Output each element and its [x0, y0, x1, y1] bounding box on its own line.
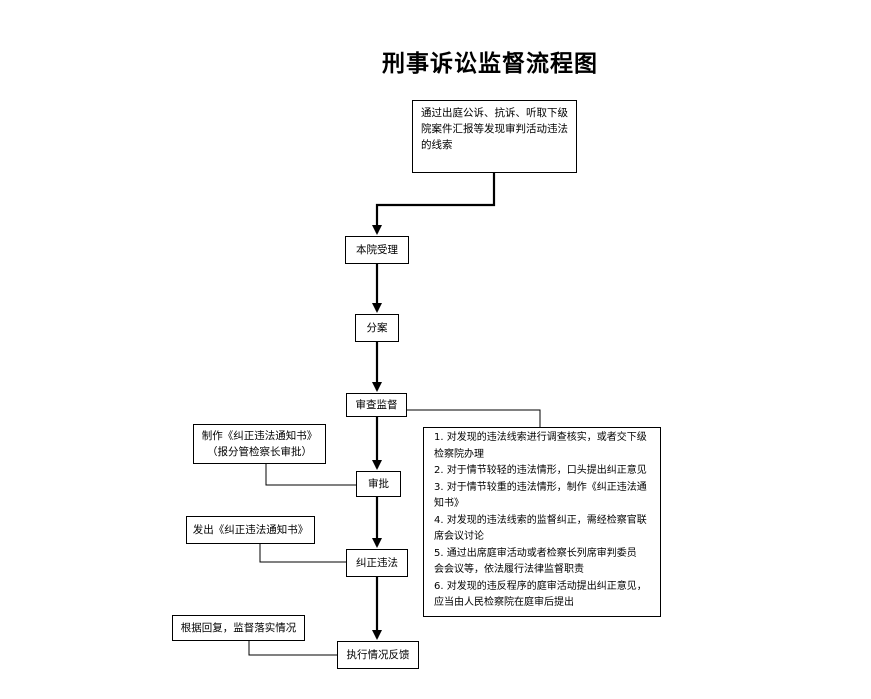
clue-line: 的线索 — [421, 139, 453, 151]
divide-node: 分案 — [355, 314, 399, 342]
connector-issue-to-correct — [259, 544, 346, 563]
reply-supervision-note: 根据回复，监督落实情况 — [172, 615, 305, 641]
make-notice-line: 制作《纠正违法通知书》 — [201, 430, 318, 442]
connector-reply-to-feedback — [248, 641, 337, 656]
detail-line: 2. 对于情节较轻的违法情形，口头提出纠正意见 — [434, 465, 647, 476]
detail-line: 6. 对发现的违反程序的庭审活动提出纠正意见， — [434, 580, 647, 592]
review-node: 审查监督 — [346, 393, 407, 417]
feedback-node: 执行情况反馈 — [337, 641, 419, 669]
connector-make-to-approve — [265, 464, 356, 486]
detail-line: 4. 对发现的违法线索的监督纠正，需经检察官联 — [434, 514, 647, 526]
make-notice-note: 制作《纠正违法通知书》 （报分管检察长审批） — [193, 424, 326, 464]
detail-line: 知书》 — [434, 498, 464, 509]
detail-line: 会会议等，依法履行法律监督职责 — [434, 564, 584, 575]
accept-node: 本院受理 — [345, 236, 409, 264]
connector-clue-to-accept — [372, 173, 496, 235]
clue-line: 通过出庭公诉、抗诉、听取下级 — [421, 107, 568, 119]
detail-line: 5. 通过出席庭审活动或者检察长列席审判委员 — [434, 547, 637, 559]
issue-notice-note: 发出《纠正违法通知书》 — [186, 516, 315, 544]
review-details-box: 1. 对发现的违法线索进行调查核实，或者交下级 检察院办理 2. 对于情节较轻的… — [423, 427, 661, 617]
page-title: 刑事诉讼监督流程图 — [382, 51, 598, 77]
correct-node: 纠正违法 — [346, 549, 408, 577]
detail-line: 检察院办理 — [434, 448, 484, 460]
approval-line: （报分管检察长审批） — [207, 446, 312, 458]
detail-line: 应当由人民检察院在庭审后提出 — [434, 597, 574, 608]
approve-node: 审批 — [356, 471, 401, 497]
clue-line: 院案件汇报等发现审判活动违法 — [421, 123, 568, 135]
detail-line: 3. 对于情节较重的违法情形，制作《纠正违法通 — [434, 481, 647, 493]
detail-line: 1. 对发现的违法线索进行调查核实，或者交下级 — [434, 432, 647, 443]
connector-review-to-details — [407, 409, 541, 427]
clue-source-box: 通过出庭公诉、抗诉、听取下级 院案件汇报等发现审判活动违法 的线索 — [412, 100, 577, 173]
detail-line: 席会议讨论 — [434, 531, 484, 542]
